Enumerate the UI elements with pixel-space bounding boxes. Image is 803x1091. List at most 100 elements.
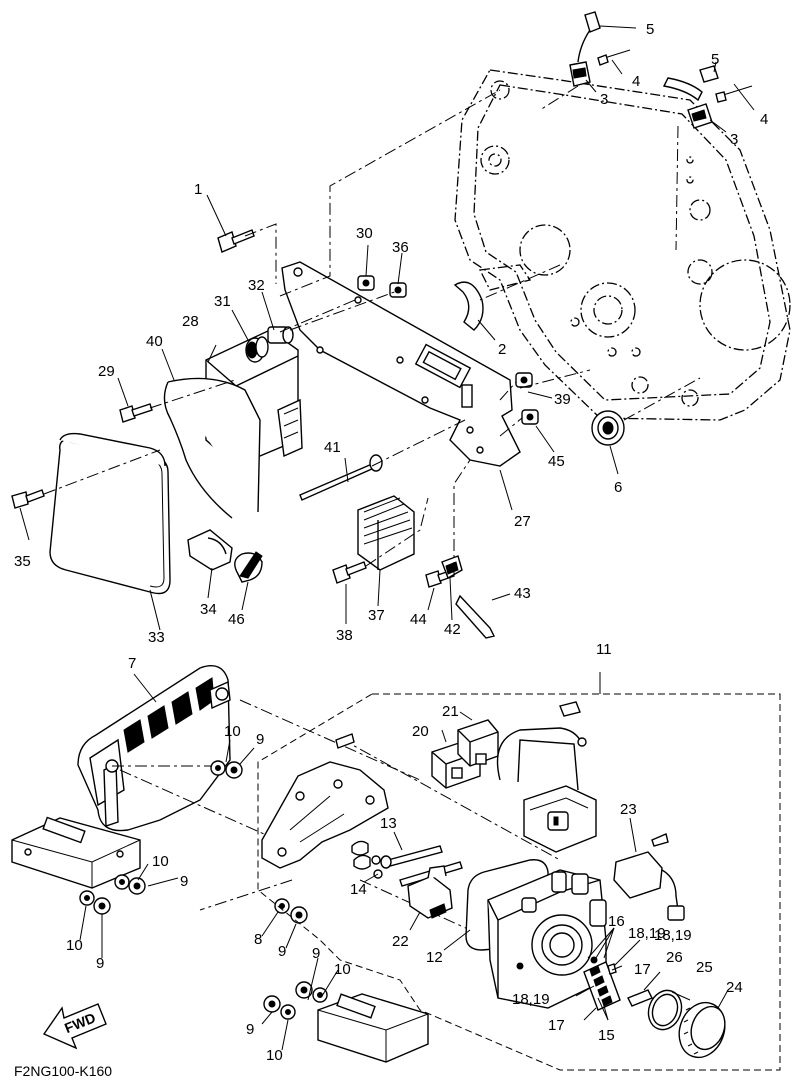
bottom-bracket [317,993,429,1063]
part-22-switch [407,865,453,919]
part-34-clamp [187,529,233,571]
callout-10-d: 10 [334,961,351,978]
lower-leader-lines [363,711,729,1021]
callout-9-d: 9 [278,943,286,960]
main-housing [487,869,607,1009]
part-45-nut [521,409,539,425]
callout-43: 43 [514,585,531,602]
callout-34: 34 [200,601,217,618]
callout-2: 2 [498,341,506,358]
callout-45: 45 [548,453,565,470]
part-38-bolt [332,561,367,584]
left-bracket [11,816,141,889]
part-30-nut [357,275,375,291]
callout-37: 37 [368,607,385,624]
part-40-harness [163,377,261,519]
part-24-cap [678,1001,726,1059]
part-41-tie [299,454,383,501]
callout-4-right: 4 [760,111,768,128]
callout-25: 25 [696,959,713,976]
callout-10-c: 10 [66,937,83,954]
callout-18-19-connector: 18,19 [654,927,692,944]
callout-38: 38 [336,627,353,644]
callout-32: 32 [248,277,265,294]
callout-4-upper: 4 [632,73,640,90]
upper-leader-lines [19,25,755,631]
callout-46: 46 [228,611,245,628]
callout-28: 28 [182,313,199,330]
callout-30: 30 [356,225,373,242]
part-7-panel [77,665,231,832]
callout-17-right: 17 [634,961,651,978]
assembly-11-boundary [257,693,781,1071]
callout-1: 1 [194,181,202,198]
callout-labels: 1 2 3 3 4 4 5 5 6 7 8 9 9 9 9 9 9 10 10 … [14,21,768,1064]
callout-10-e: 10 [266,1047,283,1064]
part-46-band [234,551,263,583]
cable-tie-assemblies [569,11,753,129]
figure-code: F2NG100-K160 [14,1063,112,1079]
callout-12: 12 [426,949,443,966]
callout-27: 27 [514,513,531,530]
callout-10-b: 10 [152,853,169,870]
part-35-bolt [11,489,45,509]
part-25-oring [647,989,683,1031]
part-31-bushing [245,336,269,363]
callout-26: 26 [666,949,683,966]
part-23-sensor [613,833,685,921]
callout-23: 23 [620,801,637,818]
part-15-fuse-block [583,961,621,1011]
relay-harness [496,701,597,853]
callout-21: 21 [442,703,459,720]
callout-16: 16 [608,913,625,930]
part-39-nut [515,372,533,388]
part-2-clip [453,281,484,331]
part-37-regulator [357,495,415,571]
fwd-direction-badge: FWD [42,1003,107,1050]
callout-41: 41 [324,439,341,456]
engine-plate-ghost [454,69,791,421]
part-32-collar [267,326,294,344]
assembly-cover-panel [261,733,389,869]
callout-6: 6 [614,479,622,496]
callout-44: 44 [410,611,427,628]
part-6-grommet [591,410,625,446]
callout-14: 14 [350,881,367,898]
lower-guide-lines [79,672,601,1051]
callout-8: 8 [254,931,262,948]
callout-13: 13 [380,815,397,832]
callout-24: 24 [726,979,743,996]
callout-39: 39 [554,391,571,408]
callout-7: 7 [128,655,136,672]
callout-35: 35 [14,553,31,570]
part-13-screw [380,845,443,869]
callout-17-bottom: 17 [548,1017,565,1034]
callout-5-right: 5 [711,51,719,68]
callout-11: 11 [596,641,612,658]
callout-15: 15 [598,1027,615,1044]
callout-36: 36 [392,239,409,256]
callout-9-e: 9 [312,945,320,962]
part-26-connector [627,989,653,1007]
callout-18-19-right: 18,19 [628,925,666,942]
callout-18-19-bottom: 18,19 [512,991,550,1008]
callout-9-b: 9 [180,873,188,890]
callout-5-upper: 5 [646,21,654,38]
callout-9-c: 9 [96,955,104,972]
callout-42: 42 [444,621,461,638]
lower-fasteners [79,760,328,1020]
callout-9-a: 9 [256,731,264,748]
part-1-bolt [217,229,255,253]
callout-31: 31 [214,293,231,310]
callout-40: 40 [146,333,163,350]
callout-10-a: 10 [224,723,241,740]
part-43-tie [455,594,496,639]
part-42-clip [441,555,463,580]
part-36-nut [389,282,407,298]
callout-33: 33 [148,629,165,646]
part-33-cover [49,432,171,595]
callout-3-upper: 3 [600,91,608,108]
callout-22: 22 [392,933,409,950]
callout-9-f: 9 [246,1021,254,1038]
